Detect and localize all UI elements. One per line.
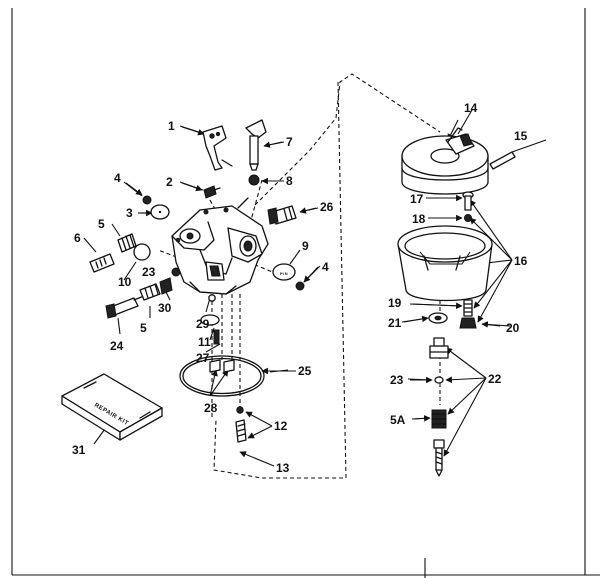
callout-12: 12 xyxy=(274,419,288,433)
part-small-spring xyxy=(235,406,247,443)
callout-4a: 4 xyxy=(114,171,121,185)
callout-14: 14 xyxy=(464,101,478,115)
part-idle-spring xyxy=(117,233,137,253)
callout-23a: 23 xyxy=(142,265,156,279)
part-pin xyxy=(213,329,220,345)
part-main-needle xyxy=(105,295,145,319)
callout-27: 27 xyxy=(196,351,210,365)
part-o-ring xyxy=(133,243,151,261)
part-throttle-plate xyxy=(150,204,170,220)
callout-13: 13 xyxy=(276,461,290,475)
callout-24: 24 xyxy=(110,339,124,353)
callout-10: 10 xyxy=(118,275,132,289)
callout-9: 9 xyxy=(302,239,309,253)
part-washer-11 xyxy=(200,314,220,326)
callout-1: 1 xyxy=(168,119,175,133)
part-bowl-spring xyxy=(459,299,477,329)
callout-5b: 5 xyxy=(140,321,147,335)
callout-7: 7 xyxy=(286,135,293,149)
callout-31: 31 xyxy=(72,443,86,457)
callout-21: 21 xyxy=(388,316,402,330)
callout-8: 8 xyxy=(286,174,293,188)
part-throttle-lever xyxy=(202,125,233,171)
part-carburetor-body xyxy=(171,197,269,295)
callout-29: 29 xyxy=(196,317,210,331)
part-bowl-small-washer xyxy=(434,376,444,384)
part-choke-plate: P/N xyxy=(272,263,296,281)
callout-11: 11 xyxy=(198,335,211,349)
part-nut-right xyxy=(295,281,305,291)
callout-5A: 5A xyxy=(390,413,406,427)
part-bowl-washer xyxy=(428,312,448,324)
callout-20: 20 xyxy=(506,321,520,335)
part-throttle-screw xyxy=(203,185,221,199)
part-choke-spring xyxy=(248,174,260,186)
part-float xyxy=(401,127,489,195)
part-float-pin xyxy=(489,151,516,170)
callout-4b: 4 xyxy=(322,260,329,274)
callout-23b: 23 xyxy=(390,373,404,387)
callout-19: 19 xyxy=(388,296,402,310)
part-bowl-gasket xyxy=(179,355,265,397)
callout-5a: 5 xyxy=(98,217,105,231)
page-border xyxy=(11,8,600,578)
part-choke-shaft xyxy=(245,119,267,171)
callout-17: 17 xyxy=(410,192,424,206)
part-check-ball xyxy=(208,294,216,302)
callout-25: 25 xyxy=(298,364,312,378)
callout-30: 30 xyxy=(158,301,172,315)
part-bowl-screw-top xyxy=(462,191,474,222)
part-fuel-fitting xyxy=(267,205,297,225)
part-bowl-nut xyxy=(429,337,449,359)
part-needle-seat xyxy=(159,277,173,295)
svg-text:P/N: P/N xyxy=(280,271,288,276)
callout-18: 18 xyxy=(412,212,426,226)
part-needle-spring xyxy=(139,283,161,301)
part-idle-screw xyxy=(89,253,115,273)
callout-26: 26 xyxy=(320,200,334,214)
callout-6: 6 xyxy=(74,231,81,245)
part-repair-kit: REPAIR KIT xyxy=(61,373,163,441)
part-float-pins xyxy=(209,359,235,373)
callout-22: 22 xyxy=(488,372,502,386)
callout-2: 2 xyxy=(166,175,173,189)
callout-28: 28 xyxy=(204,401,218,415)
part-bowl-bolt xyxy=(433,439,445,477)
part-float-bowl xyxy=(397,225,493,302)
callout-16: 16 xyxy=(514,254,528,268)
callout-3: 3 xyxy=(126,206,133,220)
part-bowl-spring-5a xyxy=(431,409,447,429)
part-nut-left xyxy=(142,195,152,205)
callout-15: 15 xyxy=(514,129,528,143)
callout-labels: 1 2 3 4 5 6 10 23 30 5 24 29 11 27 28 31… xyxy=(72,101,528,475)
